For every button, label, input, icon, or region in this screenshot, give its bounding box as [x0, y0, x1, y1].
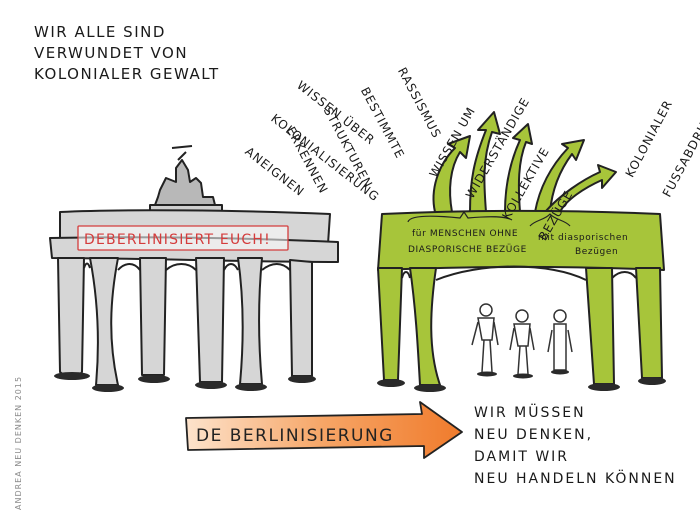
note-right-line-1: mit diasporischen — [538, 233, 628, 243]
right-gate-columns — [377, 267, 663, 386]
left-gate-columns — [57, 257, 313, 386]
person-figure — [547, 309, 573, 371]
right-gate-attic — [377, 210, 665, 271]
arrow-label-line: STRUKTUREN — [320, 104, 376, 191]
note-left-line-1: für MENSCHEN OHNE — [412, 229, 518, 239]
title-line: VERWUNDET VON — [34, 44, 189, 62]
note-left-line-2: DIASPORISCHE BEZÜGE — [408, 244, 527, 255]
page-title: WIR ALLE SIND VERWUNDET VON KOLONIALER GEW… — [34, 22, 220, 85]
note-right-line-2: Bezügen — [575, 247, 618, 257]
conclusion-line: NEU HANDELN KÖNNEN — [474, 471, 677, 487]
deberlinisierung-arrow: DE BERLINISIERUNG — [185, 401, 463, 459]
right-gate-notes: für MENSCHEN OHNE DIASPORISCHE BEZÜGE mi… — [408, 229, 628, 257]
title-line: KOLONIALER GEWALT — [34, 65, 220, 83]
person-figure — [509, 309, 535, 375]
title-line: WIR ALLE SIND — [34, 23, 166, 41]
right-gate-arrows — [432, 111, 617, 213]
left-gate-banner: DEBERLINISIERT EUCH! — [77, 225, 289, 251]
arrow-banner-text: DE BERLINISIERUNG — [196, 426, 394, 446]
conclusion-line: NEU DENKEN, — [474, 427, 594, 443]
person-figure — [471, 303, 499, 373]
conclusion-line: DAMIT WIR — [474, 449, 570, 465]
banner-text: DEBERLINISIERT EUCH! — [84, 232, 271, 248]
signature: ANDREA NEU DENKEN 2015 — [14, 375, 23, 510]
conclusion-text: WIR MÜSSEN NEU DENKEN, DAMIT WIR NEU HANDEL… — [474, 402, 677, 490]
right-gate — [377, 111, 666, 392]
quadriga-statue — [149, 145, 223, 212]
conclusion-line: WIR MÜSSEN — [474, 405, 586, 421]
people-figures — [471, 303, 573, 379]
